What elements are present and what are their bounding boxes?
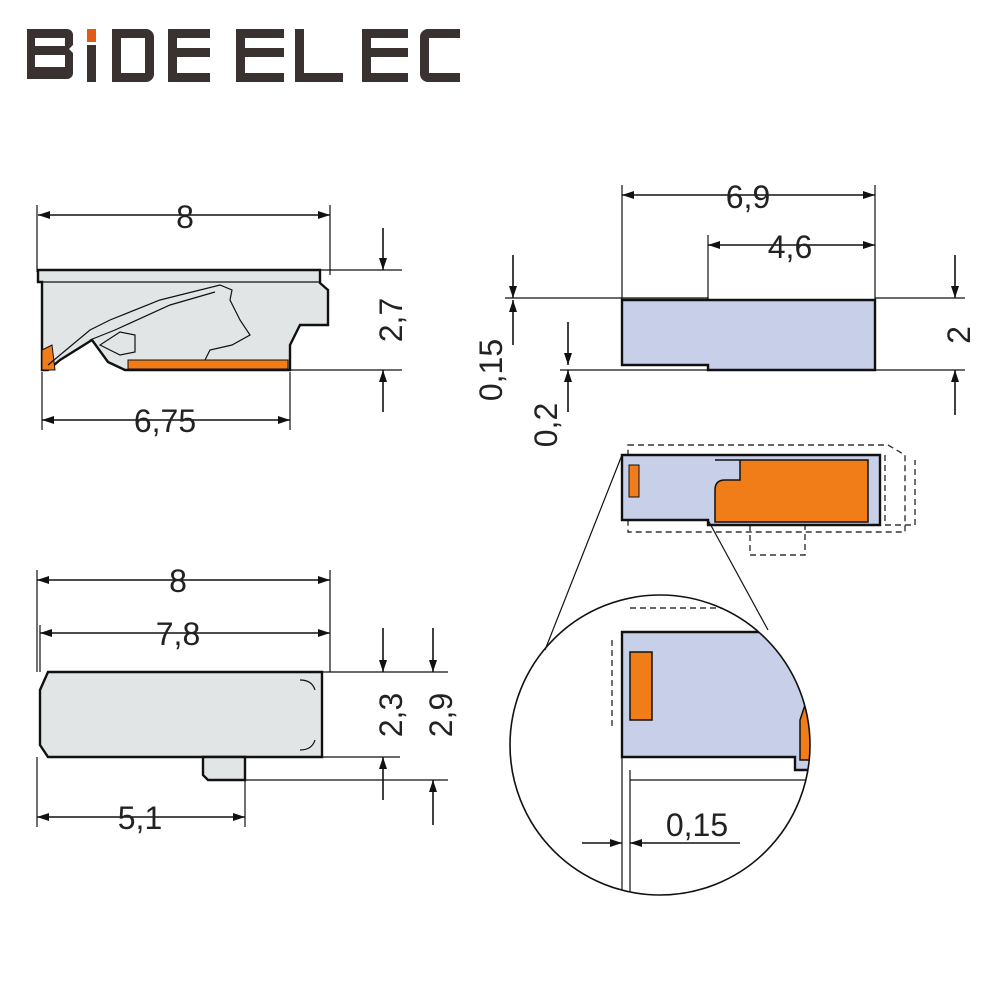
dim-end-offset-bottom: 0,2 xyxy=(528,403,564,447)
dim-bottom-body-height: 2,3 xyxy=(373,693,409,737)
dim-bottom-tab: 5,1 xyxy=(118,800,162,836)
detail-circle: 0,15 xyxy=(509,594,811,896)
end-view: 6,9 4,6 2 0,15 0,2 xyxy=(473,179,977,447)
dim-detail-offset: 0,15 xyxy=(666,807,728,843)
dim-bottom-total-height: 2,9 xyxy=(423,693,459,737)
dim-end-offset-top: 0,15 xyxy=(473,339,509,401)
dim-end-step: 4,6 xyxy=(768,229,812,265)
dim-bottom-inner: 7,8 xyxy=(156,616,200,652)
dim-bottom-width: 8 xyxy=(169,563,187,599)
dim-end-height: 2 xyxy=(941,326,977,344)
dim-end-width: 6,9 xyxy=(726,179,770,215)
dim-side-height: 2,7 xyxy=(373,298,409,342)
detail-source-view xyxy=(544,444,916,651)
logo xyxy=(27,29,460,82)
dim-side-base: 6,75 xyxy=(134,403,196,439)
logo-accent xyxy=(87,29,96,42)
bottom-view: 8 7,8 2,3 2,9 5,1 xyxy=(36,563,459,836)
dim-side-width: 8 xyxy=(176,199,194,235)
side-view: 8 2,7 6,75 xyxy=(36,199,409,439)
